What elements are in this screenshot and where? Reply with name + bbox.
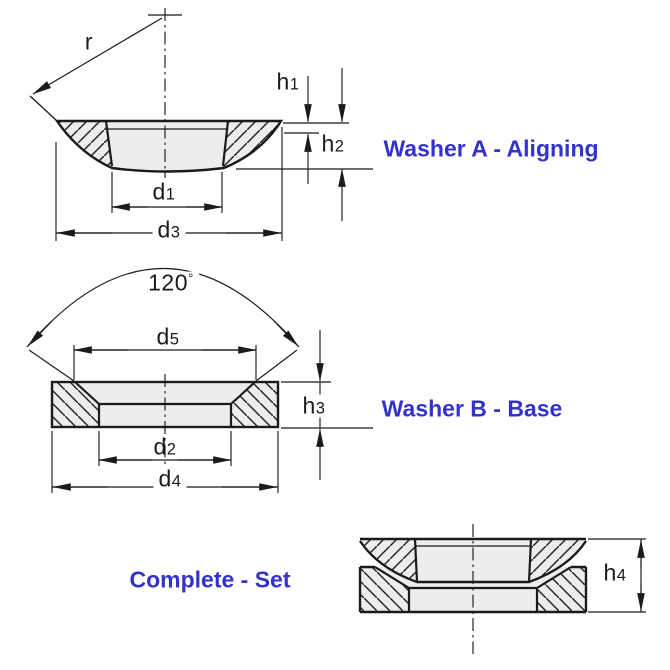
washer-a-sphere-extension-arc <box>29 95 58 122</box>
caption-washer-a: Washer A - Aligning <box>383 135 599 162</box>
set-washer-b-hatch-left <box>360 567 409 612</box>
dim-label-d5: d5 <box>156 323 180 350</box>
caption-complete-set: Complete - Set <box>129 566 291 593</box>
washer-a-drawing <box>29 8 373 241</box>
washer-a-dimension-lines <box>55 68 373 241</box>
dim-label-angle: 120° <box>143 271 199 295</box>
set-washer-a-hatch-left <box>360 539 417 582</box>
set-washer-a-hole-edges <box>413 538 533 583</box>
set-washer-b-hatch-right <box>537 567 586 612</box>
washer-a-hatch-right <box>223 121 281 167</box>
set-washer-b-outline <box>358 565 588 614</box>
dim-label-h4: h4 <box>603 559 627 586</box>
complete-set-drawing <box>358 524 646 654</box>
set-dimension-lines <box>588 538 646 613</box>
dim-label-h3: h3 <box>297 394 331 418</box>
washer-b-dimension-lines <box>26 267 373 493</box>
angle-arc <box>26 267 300 348</box>
washer-b-drawing <box>26 267 373 493</box>
dim-label-d3: d3 <box>152 218 186 242</box>
dim-label-h2: h2 <box>321 130 345 157</box>
dim-label-d1: d1 <box>152 178 176 205</box>
caption-washer-b: Washer B - Base <box>381 395 563 422</box>
dim-label-d2: d2 <box>153 433 177 460</box>
dim-label-d4: d4 <box>153 467 187 491</box>
radius-leader-line <box>32 17 163 95</box>
washer-a-hatch-left <box>57 121 112 167</box>
washer-a-outline <box>54 119 284 173</box>
dim-label-r: r <box>84 28 94 55</box>
dim-label-h1: h1 <box>276 68 300 95</box>
set-washer-a-hatch-right <box>529 539 586 582</box>
